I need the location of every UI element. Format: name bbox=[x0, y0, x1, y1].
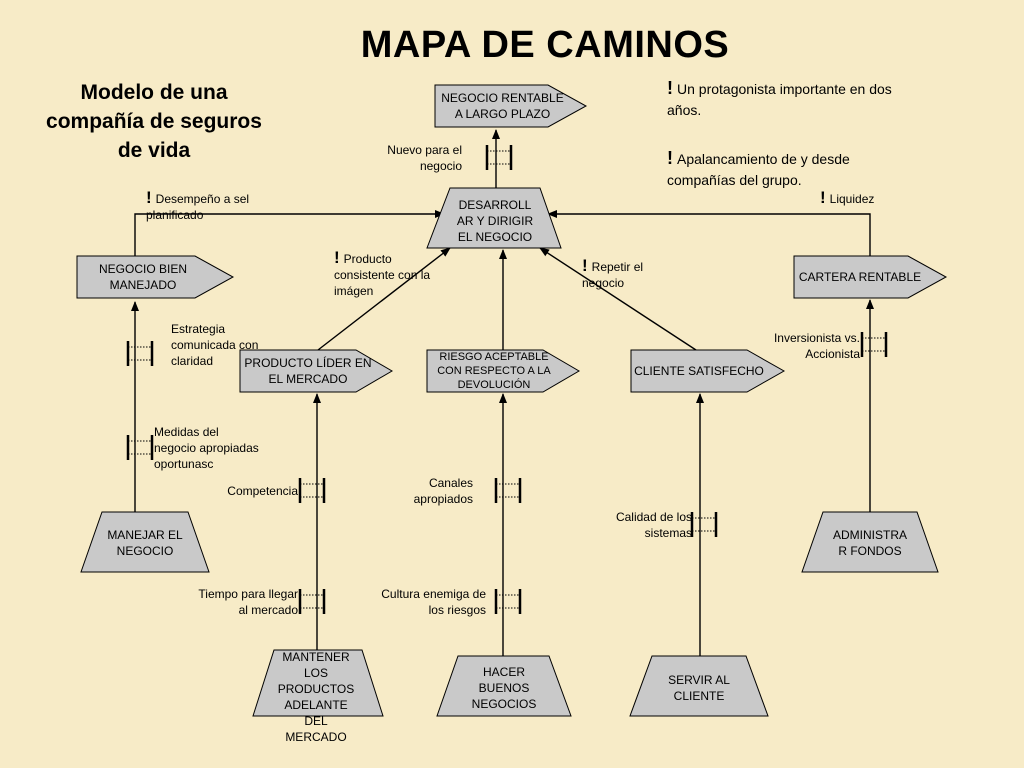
gate-tiempo-icon bbox=[298, 589, 326, 614]
page-title: MAPA DE CAMINOS bbox=[360, 24, 730, 66]
node-producto-lider: PRODUCTO LÍDER EN EL MERCADO bbox=[244, 356, 372, 386]
desarrollar-shape bbox=[426, 187, 562, 249]
exclamation-icon: ! bbox=[334, 248, 340, 267]
label-nuevo-negocio: Nuevo para el negocio bbox=[387, 143, 462, 173]
connector-cartera-to-desarrollar bbox=[547, 210, 871, 256]
connector-cliente-to-desarrollar bbox=[539, 247, 697, 351]
riesgo-aceptable-shape bbox=[426, 349, 580, 393]
servir-cliente-shape bbox=[629, 655, 769, 717]
exclamation-icon: ! bbox=[582, 256, 588, 275]
node-servir-cliente: SERVIR AL CLIENTE bbox=[668, 673, 730, 703]
note-apalancamiento: !Apalancamiento de y desde compañías del… bbox=[667, 148, 850, 188]
cliente-satisfecho-shape bbox=[630, 349, 786, 393]
manejar-negocio-shape bbox=[80, 511, 210, 573]
label-cultura: Cultura enemiga de los riesgos bbox=[381, 587, 486, 617]
label-medidas: Medidas del negocio apropiadas oportunas… bbox=[154, 425, 259, 471]
gate-nuevo-negocio-icon bbox=[485, 145, 513, 170]
gate-calidad-icon bbox=[690, 512, 718, 537]
label-canales: Canales apropiados bbox=[413, 476, 473, 506]
connector-producto-to-desarrollar bbox=[317, 247, 451, 351]
label-desempeno: !Desempeño a sel planificado bbox=[146, 188, 250, 222]
producto-lider-shape bbox=[239, 349, 393, 393]
connector-bien-manejado-to-desarrollar bbox=[134, 210, 445, 256]
node-negocio-rentable: NEGOCIO RENTABLE A LARGO PLAZO bbox=[441, 91, 564, 121]
node-cartera-rentable: CARTERA RENTABLE bbox=[798, 270, 922, 284]
exclamation-icon: ! bbox=[667, 78, 673, 98]
label-repetir-negocio: !Repetir el negocio bbox=[582, 256, 644, 290]
exclamation-icon: ! bbox=[146, 188, 152, 207]
label-estrategia: Estrategia comunicada con claridad bbox=[171, 322, 259, 368]
note-protagonista: !Un protagonista importante en dos años. bbox=[667, 78, 892, 118]
exclamation-icon: ! bbox=[667, 148, 673, 168]
label-liquidez: !Liquidez bbox=[820, 188, 875, 207]
gate-medidas-icon bbox=[126, 435, 154, 460]
administrar-fondos-shape bbox=[801, 511, 939, 573]
gate-inversionista-icon bbox=[860, 332, 888, 357]
gate-estrategia-icon bbox=[126, 341, 154, 366]
gate-canales-icon bbox=[494, 478, 522, 503]
label-inversionista: Inversionista vs. Accionista bbox=[773, 331, 860, 361]
gate-competencia-icon bbox=[298, 478, 326, 503]
gate-cultura-icon bbox=[494, 589, 522, 614]
cartera-rentable-shape bbox=[793, 255, 948, 299]
node-desarrollar: DESARROLL AR Y DIRIGIR EL NEGOCIO bbox=[456, 198, 534, 244]
node-manejar-negocio: MANEJAR EL NEGOCIO bbox=[107, 528, 183, 558]
node-administrar-fondos: ADMINISTRA R FONDOS bbox=[832, 528, 907, 558]
label-tiempo: Tiempo para llegar al mercado bbox=[198, 587, 298, 617]
label-producto-consistente: !Producto consistente con la imágen bbox=[334, 248, 431, 298]
negocio-rentable-shape bbox=[434, 84, 588, 128]
label-competencia: Competencia bbox=[227, 484, 298, 498]
node-riesgo-aceptable: RIESGO ACEPTABLE CON RESPECTO A LA DEVOL… bbox=[437, 351, 551, 391]
label-calidad: Calidad de los sistemas bbox=[615, 510, 692, 540]
node-negocio-bien-manejado: NEGOCIO BIEN MANEJADO bbox=[98, 262, 187, 292]
mantener-productos-shape bbox=[252, 649, 384, 717]
node-mantener-productos: MANTENER LOS PRODUCTOS ADELANTE DEL MERC… bbox=[277, 650, 355, 744]
node-hacer-negocios: HACER BUENOS NEGOCIOS bbox=[471, 665, 537, 711]
exclamation-icon: ! bbox=[820, 188, 826, 207]
negocio-bien-manejado-shape bbox=[76, 255, 235, 299]
page-subtitle: Modelo de una compañía de seguros de vid… bbox=[46, 81, 262, 162]
hacer-negocios-shape bbox=[436, 655, 572, 717]
node-cliente-satisfecho: CLIENTE SATISFECHO bbox=[634, 364, 764, 378]
